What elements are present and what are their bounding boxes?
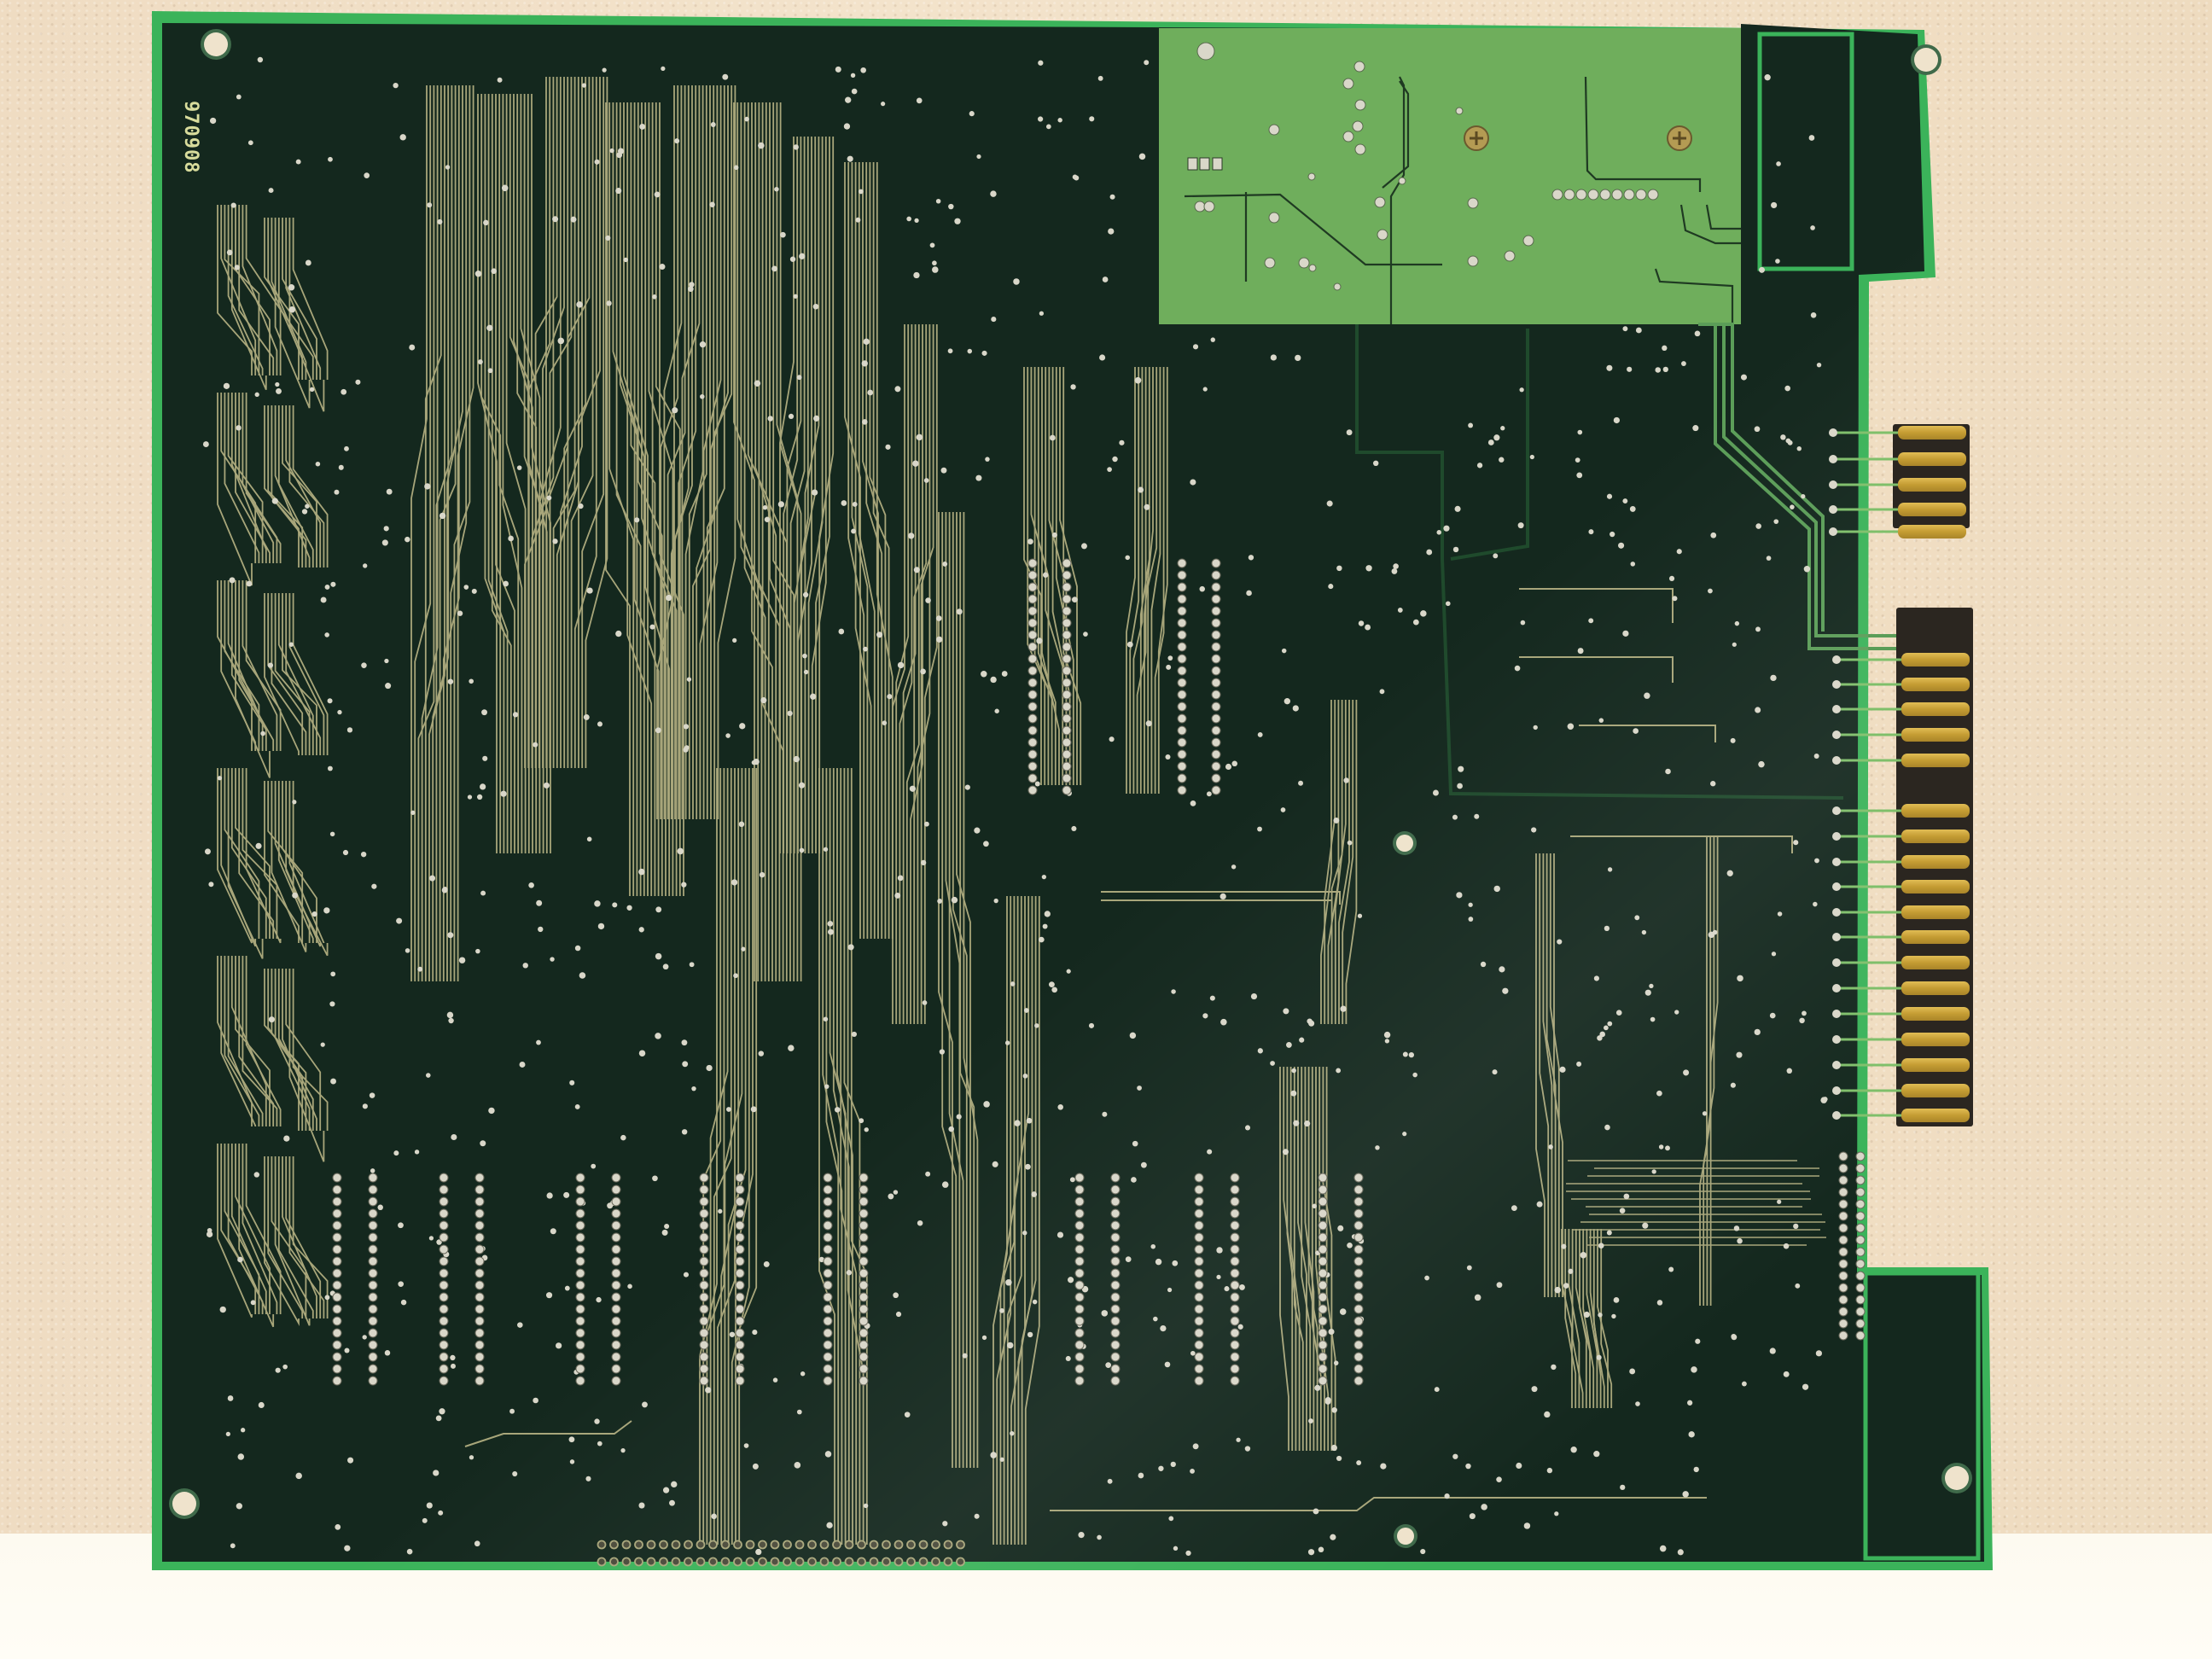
gold-finger-contact	[1901, 930, 1970, 944]
gold-finger-contact	[1901, 830, 1970, 843]
gold-finger-contact	[1898, 452, 1966, 466]
gold-finger-contact	[1901, 981, 1970, 995]
gold-finger-contact	[1901, 855, 1970, 869]
gold-finger-contact	[1898, 426, 1966, 439]
gold-finger-contact	[1901, 905, 1970, 919]
gold-finger-contact	[1901, 880, 1970, 894]
gold-finger-contact	[1901, 702, 1970, 716]
gold-finger-contact	[1898, 525, 1966, 538]
gold-finger-contact	[1901, 754, 1970, 767]
gold-finger-contact	[1901, 804, 1970, 818]
gold-finger-contact	[1901, 1007, 1970, 1021]
gold-finger-contact	[1898, 478, 1966, 492]
silkscreen-serial-text: 970908	[180, 101, 201, 174]
gold-finger-contact	[1901, 653, 1970, 667]
gold-finger-contact	[1901, 678, 1970, 691]
edge-connector-upper	[1893, 424, 1970, 528]
board-gloss	[152, 11, 1993, 1570]
gold-finger-contact	[1901, 1058, 1970, 1072]
gold-finger-contact	[1901, 1084, 1970, 1097]
gold-finger-contact	[1901, 728, 1970, 742]
gold-finger-contact	[1901, 1033, 1970, 1046]
gold-finger-contact	[1898, 503, 1966, 516]
gold-finger-contact	[1901, 1109, 1970, 1122]
gold-finger-contact	[1901, 956, 1970, 969]
